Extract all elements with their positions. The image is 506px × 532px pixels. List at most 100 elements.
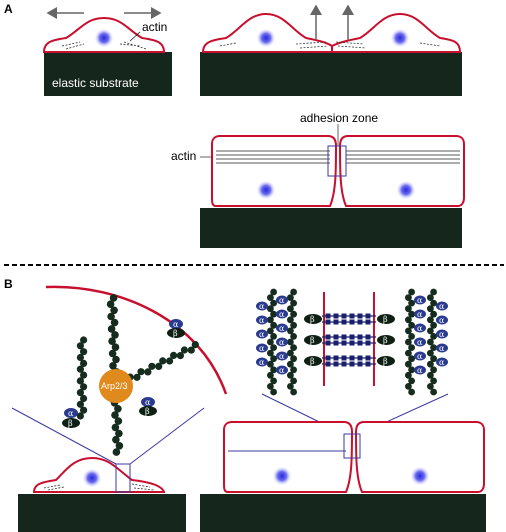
actin-monomer [159,357,167,365]
actin-monomer [430,321,437,329]
cadherin-domain [357,334,363,340]
cadherin-domain [365,319,371,325]
svg-text:β: β [310,315,315,324]
actin-monomer [76,342,84,350]
actin-monomer [430,333,437,340]
alpha-symbol: α [417,366,423,375]
svg-text:β: β [383,336,388,345]
actin-monomer [133,373,141,381]
actin-monomer [109,362,117,370]
actin-monomer [430,310,437,318]
actin-fibers-small [43,483,155,491]
actin-monomer [430,388,437,396]
alpha-symbol: α [259,330,265,339]
cadherin-domain [357,355,363,361]
actin-monomer [287,349,294,357]
actin-monomer [267,327,274,335]
nucleus [256,28,276,48]
actin-label-side: actin [171,149,196,163]
alpha-beta-complex: α β [62,408,80,428]
actin-monomer [155,362,163,370]
alpha-catenin [414,351,426,361]
cadherin-bridges [322,313,376,367]
cadherin-domain [365,355,371,361]
actin-monomer [80,406,88,414]
cadherin-domain [325,355,331,361]
actin-monomer [270,366,277,374]
svg-text:α: α [173,320,179,329]
actin-monomer [287,371,294,379]
cadherin-domain [333,361,339,367]
nucleus [256,180,276,200]
alpha-catenin [276,323,288,333]
actin-monomer [267,360,274,368]
actin-monomer [290,321,297,329]
actin-monomer [427,316,434,324]
actin-monomer [270,310,277,318]
adhesion-zone-label: adhesion zone [300,111,378,125]
actin-monomer [267,316,274,324]
actin-monomer [427,327,434,335]
cadherin-domain [365,313,371,319]
zoom-box [115,463,131,493]
alpha-symbol: α [279,352,285,361]
cadherin-domain [365,340,371,346]
actin-monomer [408,366,415,374]
alpha-catenin [256,329,268,339]
actin-monomer [270,388,277,396]
actin-monomer [408,321,415,329]
actin-monomer [80,371,88,379]
actin-monomer [170,351,178,359]
cadherin-domain [333,319,339,325]
nucleus [82,468,102,488]
cadherin-domain [365,334,371,340]
alpha-symbol: α [417,310,423,319]
actin-monomer [109,294,118,302]
svg-text:β: β [145,407,150,416]
rect-cell-left [211,135,338,207]
actin-monomer [427,305,434,313]
actin-monomer [290,310,297,318]
actin-monomer [408,355,415,363]
svg-text:β: β [383,315,388,324]
adhesion-zone-box [327,145,347,177]
actin-label-top: actin [142,20,167,34]
cadherin-domain [325,361,331,367]
cadherin-domain [341,319,347,325]
alpha-catenin [414,365,426,375]
cadherin-domain [365,361,371,367]
actin-monomer [270,288,277,296]
actin-monomer [430,344,437,351]
actin-monomer [80,348,88,356]
substrate-bottom-right [200,494,486,532]
alpha-catenin [436,343,448,353]
alpha-catenin [414,323,426,333]
actin-monomer [148,362,156,370]
nucleus [390,28,410,48]
actin-monomer [111,343,120,352]
actin-monomer [408,299,415,307]
actin-monomer [191,341,199,349]
actin-monomer [405,383,412,390]
actin-monomer [408,344,415,351]
actin-monomer [405,294,412,301]
cadherin-domain [349,355,355,361]
actin-monomer [430,366,437,374]
actin-monomer [76,365,84,373]
substrate-label: elastic substrate [52,76,139,90]
svg-text:β: β [310,357,315,366]
svg-text:α: α [68,409,74,418]
svg-text:β: β [383,357,388,366]
actin-monomer [115,442,124,450]
actin-monomer [290,388,297,396]
alpha-symbol: α [279,324,285,333]
cadherin-domain [341,313,347,319]
svg-text:β: β [173,329,178,338]
alpha-symbol: α [279,338,285,347]
alpha-symbol: α [439,344,445,353]
actin-pointer-line [129,31,141,42]
actin-monomer [287,383,294,390]
nucleus [272,466,292,486]
actin-monomer [187,346,195,354]
alpha-symbol: α [417,324,423,333]
